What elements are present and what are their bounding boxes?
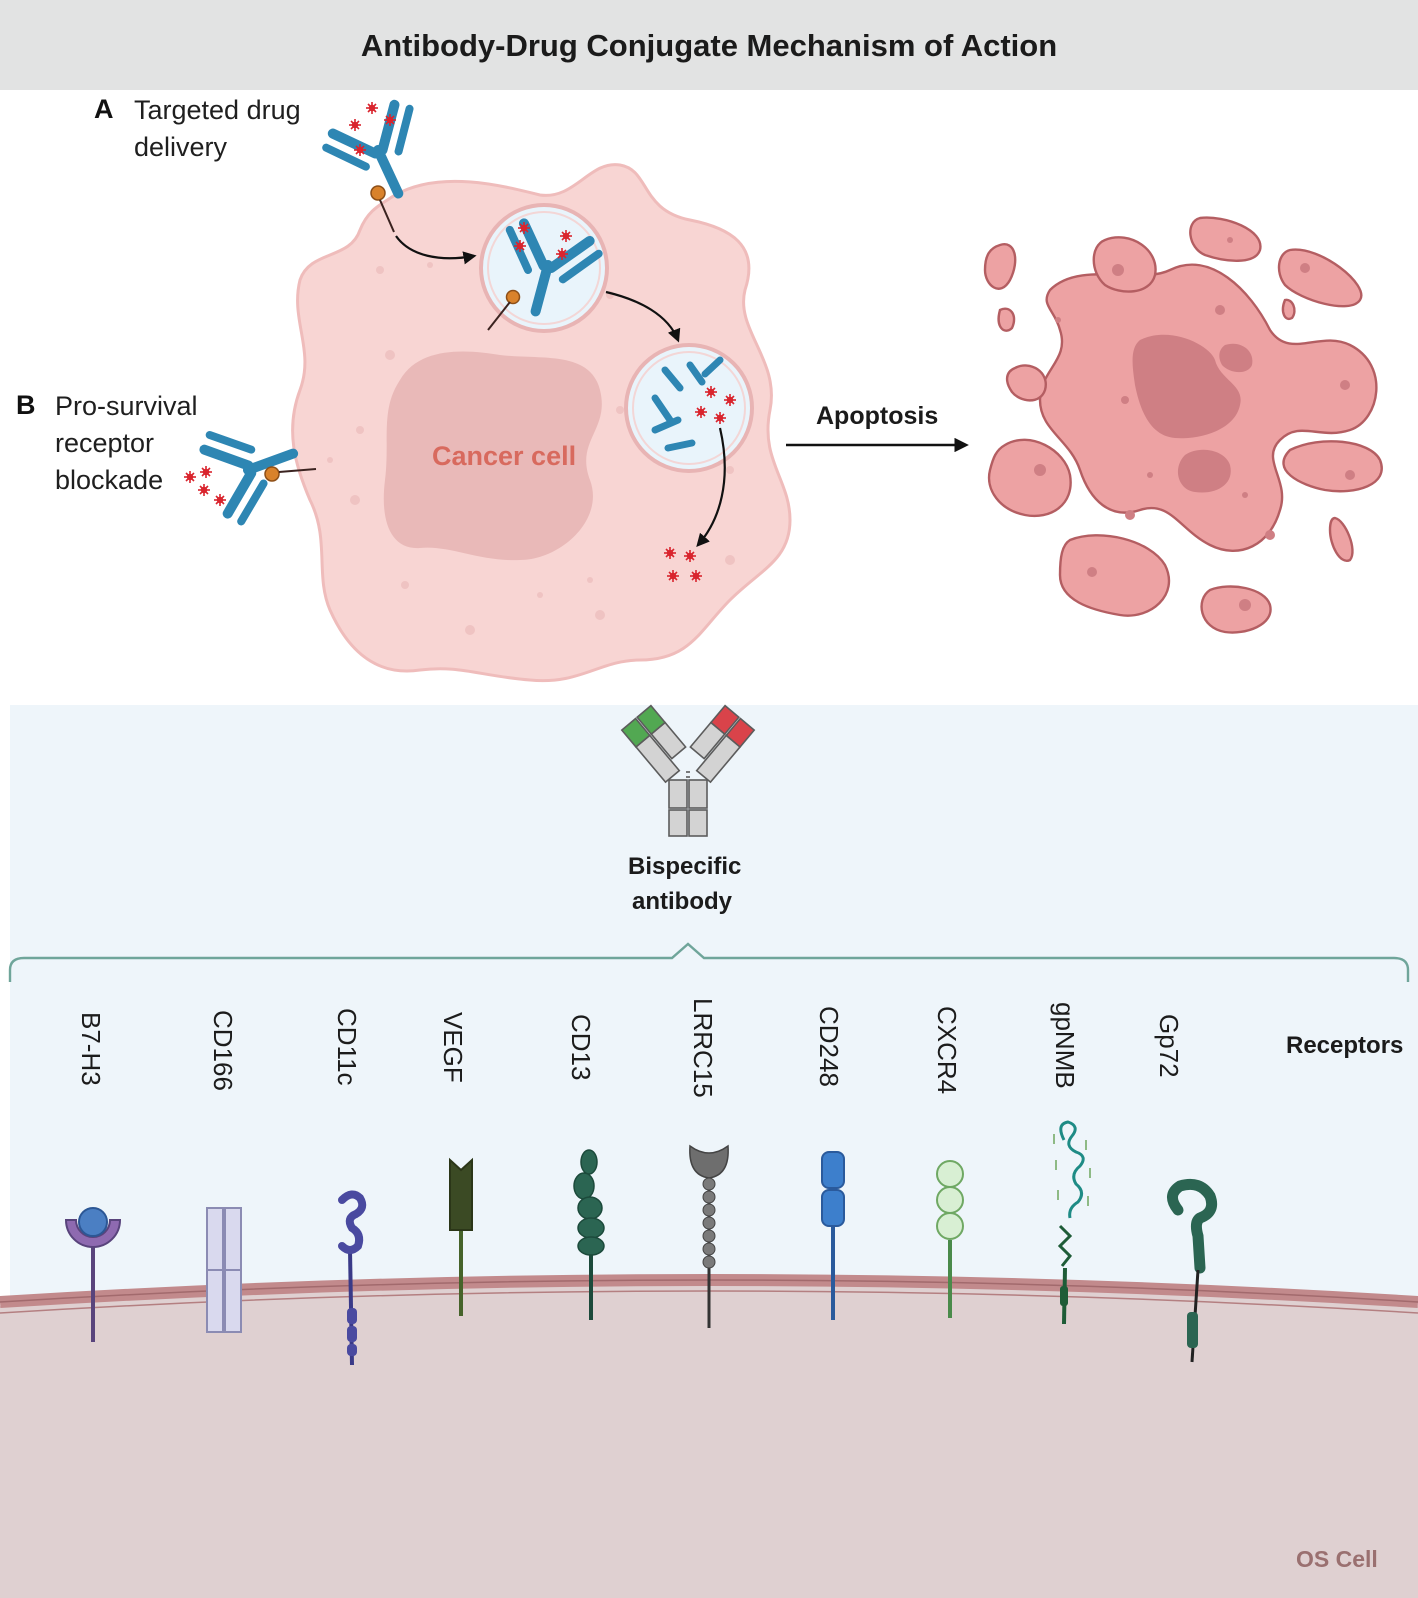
receptor-lrrc15: [689, 1144, 729, 1328]
receptor-b7-h3: [64, 1207, 122, 1342]
receptor-label-cd13: CD13: [566, 1014, 596, 1081]
receptor-label-b7-h3: B7-H3: [76, 1012, 106, 1086]
lysosome-arrow: [605, 290, 681, 343]
panel-b-label-line2: receptor: [55, 428, 155, 458]
receptor-cd13: [573, 1149, 605, 1320]
adc-linker-b: [264, 466, 280, 482]
degraded-antibody: [651, 356, 724, 452]
bispecific-antibody-icon: [620, 704, 756, 837]
adc-tether-a: [379, 199, 395, 233]
apoptosis-label: Apoptosis: [816, 402, 939, 430]
os-cell-label: OS Cell: [1296, 1546, 1378, 1572]
receptor-label-gpnmb: gpNMB: [1050, 1002, 1080, 1089]
apoptotic-nuclear-fragments: [1034, 237, 1355, 611]
panel-b-label-line1: Pro-survival: [55, 391, 198, 421]
receptor-cd11c: [338, 1190, 367, 1366]
bispecific-antibody-label-line2: antibody: [632, 888, 732, 915]
receptor-gp72: [1167, 1178, 1218, 1363]
receptors-heading: Receptors: [1286, 1032, 1404, 1059]
receptor-vegf: [449, 1157, 473, 1316]
adc-linker-a: [370, 185, 386, 201]
lysosome: [624, 343, 754, 473]
diagram-title: Antibody-Drug Conjugate Mechanism of Act…: [360, 28, 1058, 63]
title-bar: [0, 0, 1418, 90]
endosome-linker: [505, 289, 521, 305]
receptor-gpnmb: [1053, 1120, 1091, 1325]
bispecific-antibody-label-line1: Bispecific: [628, 853, 742, 880]
receptor-label-vegf: VEGF: [438, 1012, 468, 1083]
panel-a-letter: A: [94, 94, 114, 124]
panel-a-label-line1: Targeted drug: [134, 95, 301, 125]
os-cell-body: [0, 1283, 1418, 1598]
receptor-cxcr4: [936, 1160, 964, 1318]
receptor-label-gp72: Gp72: [1154, 1014, 1184, 1078]
receptor-label-cd248: CD248: [814, 1006, 844, 1087]
cytoplasm-granules: [327, 262, 735, 635]
receptor-label-cd11c: CD11c: [332, 1008, 362, 1086]
receptor-bracket: [8, 942, 1410, 982]
receptor-cd166: [206, 1207, 242, 1333]
panel-b-letter: B: [16, 390, 36, 420]
panel-b-label-line3: blockade: [55, 465, 164, 495]
drug-payload-b: [183, 465, 227, 507]
receptor-label-cxcr4: CXCR4: [932, 1006, 962, 1095]
receptor-label-cd166: CD166: [208, 1010, 238, 1091]
payload-release-arrow: [696, 427, 726, 547]
cancer-cell-label: Cancer cell: [432, 441, 577, 471]
cancer-cell-nucleus: [383, 351, 602, 561]
receptor-label-lrrc15: LRRC15: [688, 998, 718, 1098]
receptor-cd248: [821, 1151, 845, 1320]
internalization-arrow: [395, 235, 477, 265]
panel-a-label-line2: delivery: [134, 132, 228, 162]
